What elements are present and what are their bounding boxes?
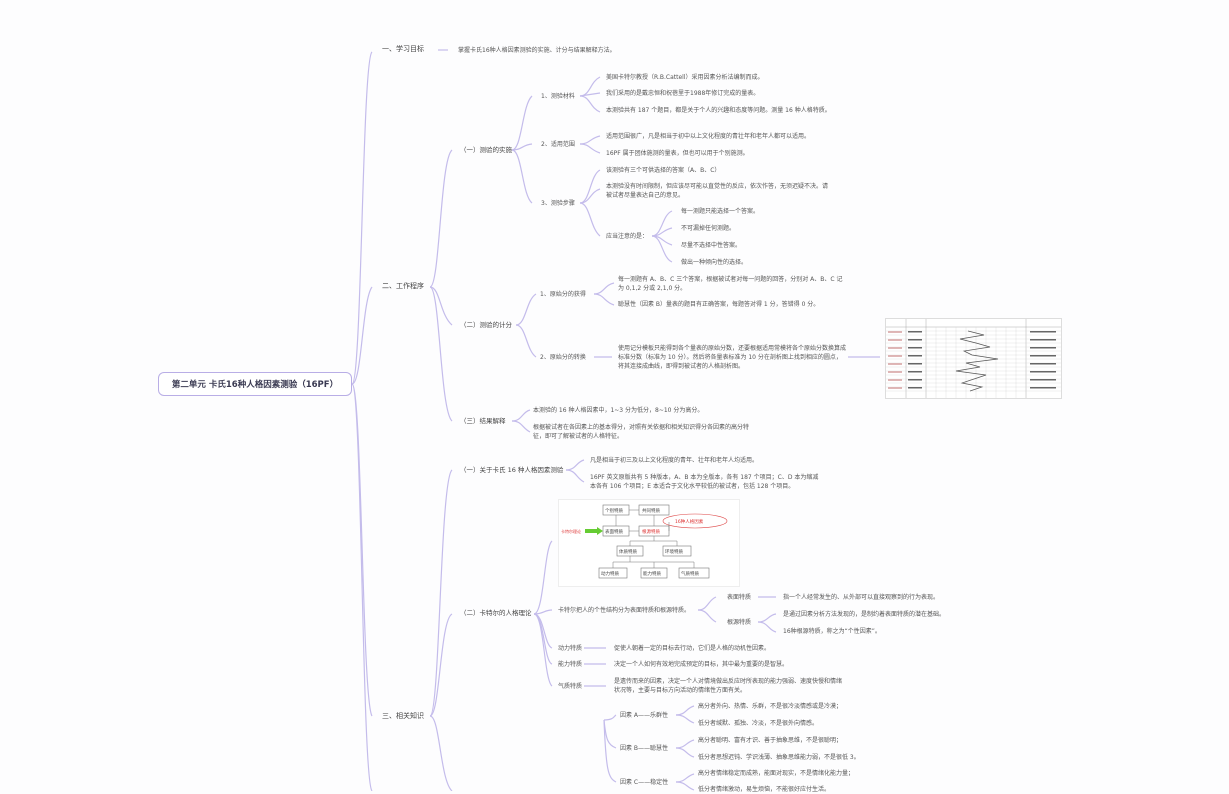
node-procedure[interactable]: 二、工作程序 bbox=[382, 282, 424, 290]
profile-sheet-graphic bbox=[886, 319, 1061, 398]
scope-item-2[interactable]: 16PF 属于团体施测的量表，但也可以用于个别施测。 bbox=[606, 150, 749, 157]
diagram-node-4: 体质特质 bbox=[619, 548, 637, 555]
convert-text[interactable]: 使用记分模板只能得到各个量表的原始分数，还要根据适用常模将各个原始分数换算成标准… bbox=[618, 345, 847, 370]
root-node[interactable]: 第二单元 卡氏16种人格因素测验（16PF） bbox=[158, 372, 352, 396]
attention-item-1[interactable]: 每一测题只能选择一个答案。 bbox=[681, 208, 760, 215]
materials-item-3[interactable]: 本测验共有 187 个题目，都是关于个人的兴趣和态度等问题。测量 16 种人格特… bbox=[606, 107, 831, 114]
factor-b-item-1[interactable]: 高分者聪明、富有才识、善于抽象思维，不是很聪明； bbox=[698, 737, 843, 744]
factor-a-item-2[interactable]: 低分者缄默、孤独、冷淡，不是很外向情感。 bbox=[698, 720, 819, 727]
node-about[interactable]: （一）关于卡氏 16 种人格因素测验 bbox=[460, 466, 564, 474]
theory-diagram-graphic: 个别特质 共同特质 表面特质 根源特质 体质特质 环境特质 动力特质 能力特质 … bbox=[561, 504, 728, 579]
node-scope[interactable]: 2、适用范围 bbox=[541, 141, 575, 148]
node-knowledge[interactable]: 三、相关知识 bbox=[382, 712, 424, 720]
node-raw[interactable]: 1、原始分的获得 bbox=[540, 291, 586, 298]
node-factor-a[interactable]: 因素 A——乐群性 bbox=[620, 712, 669, 719]
node-traits[interactable]: 卡特尔把人的个性结构分为表面特质和根源特质。 bbox=[558, 607, 691, 614]
node-result[interactable]: （三）结果解释 bbox=[460, 417, 506, 425]
node-source[interactable]: 根源特质 bbox=[727, 619, 752, 626]
profile-chart-image bbox=[885, 318, 1062, 399]
factor-c-item-1[interactable]: 高分者情绪稳定而成熟，能面对现实，不是情绪化能力量； bbox=[698, 770, 855, 777]
node-surface[interactable]: 表面特质 bbox=[727, 594, 752, 601]
result-item-2[interactable]: 根据被试者在各因素上的基本得分，对照有关依据和相关知识得分各因素的高分特征，即可… bbox=[533, 424, 750, 440]
diagram-note: 16种人格因素 bbox=[675, 518, 704, 525]
node-goal[interactable]: 一、学习目标 bbox=[382, 45, 424, 53]
attention-item-2[interactable]: 不可漏掉任何测题。 bbox=[681, 225, 736, 232]
materials-item-2[interactable]: 我们采用的是戴忠恒和祝蓓里于1988年修订完成的量表。 bbox=[606, 90, 760, 97]
diagram-node-6: 动力特质 bbox=[601, 570, 619, 577]
source-item-1[interactable]: 是通过因素分析方法发现的，是制约着表面特质的潜在基础。 bbox=[783, 611, 946, 618]
node-scoring[interactable]: （二）测验的计分 bbox=[460, 321, 512, 329]
node-convert[interactable]: 2、原始分的转换 bbox=[540, 354, 586, 361]
result-item-1[interactable]: 本测验的 16 种人格因素中，1~3 分为低分，8~10 分为高分。 bbox=[533, 407, 704, 414]
surface-text[interactable]: 指一个人经常发生的、从外部可以直接观察到的行为表现。 bbox=[783, 594, 940, 601]
diagram-node-0: 个别特质 bbox=[605, 507, 623, 514]
ability-text[interactable]: 决定一个人如何有效地完成预定的目标，其中最为重要的是智慧。 bbox=[614, 661, 789, 668]
dynamic-text[interactable]: 促使人朝着一定的目标去行动，它们是人格的动机性因素。 bbox=[614, 645, 771, 652]
attention-item-3[interactable]: 尽量不选择中性答案。 bbox=[681, 242, 742, 249]
source-item-2[interactable]: 16种根源特质，称之为“个性因素”。 bbox=[783, 628, 881, 635]
about-item-1[interactable]: 凡是相当于初三及以上文化程度的青年、壮年和老年人均适用。 bbox=[590, 457, 759, 464]
raw-item-2[interactable]: 聪慧性（因素 B）量表的题目有正确答案，每题答对得 1 分，答错得 0 分。 bbox=[618, 301, 820, 308]
goal-text[interactable]: 掌握卡氏16种人格因素测验的实施、计分与结果解释方法。 bbox=[458, 47, 616, 54]
node-impl[interactable]: （一）测验的实施 bbox=[460, 146, 512, 154]
diagram-node-7: 能力特质 bbox=[643, 570, 661, 577]
factor-a-item-1[interactable]: 高分者外向、热情、乐群，不是很冷淡情感或是冷漠； bbox=[698, 703, 843, 710]
steps-item-1[interactable]: 该测验有三个可供选择的答案（A、B、C） bbox=[606, 167, 721, 174]
node-temperament[interactable]: 气质特质 bbox=[558, 683, 583, 690]
diagram-node-3: 根源特质 bbox=[642, 528, 660, 535]
node-steps[interactable]: 3、测验步骤 bbox=[541, 200, 575, 207]
diagram-arrow-label: 卡特尔理论 bbox=[561, 528, 581, 534]
node-theory[interactable]: （二）卡特尔的人格理论 bbox=[460, 609, 532, 617]
scope-item-1[interactable]: 适用范围很广，凡是相当于初中以上文化程度的青壮年和老年人都可以适用。 bbox=[606, 133, 811, 140]
materials-item-1[interactable]: 美国卡特尔教授（R.B.Cattell）采用因素分析法编制而成。 bbox=[606, 74, 764, 81]
node-factor-b[interactable]: 因素 B——聪慧性 bbox=[620, 745, 669, 752]
diagram-node-5: 环境特质 bbox=[665, 548, 683, 555]
raw-item-1[interactable]: 每一测题有 A、B、C 三个答案，根据被试者对每一问题的回答，分别对 A、B、C… bbox=[618, 276, 843, 292]
node-factor-c[interactable]: 因素 C——稳定性 bbox=[620, 779, 669, 786]
node-attention[interactable]: 应当注意的是： bbox=[606, 233, 649, 240]
diagram-node-1: 共同特质 bbox=[642, 507, 660, 514]
temperament-text[interactable]: 是遗传而来的因素，决定一个人对情境做出反应时所表现的能力强弱、速度快慢和情绪状况… bbox=[614, 678, 843, 694]
theory-diagram-image: 个别特质 共同特质 表面特质 根源特质 体质特质 环境特质 动力特质 能力特质 … bbox=[558, 499, 740, 587]
node-dynamic[interactable]: 动力特质 bbox=[558, 645, 583, 652]
steps-item-2[interactable]: 本测验没有时间限制，但应该尽可能以直觉性的反应，依次作答，无须迟疑不决。请被试者… bbox=[606, 183, 829, 199]
attention-item-4[interactable]: 做出一种倾向性的选择。 bbox=[681, 259, 748, 266]
diagram-node-8: 气质特质 bbox=[681, 570, 699, 577]
node-materials[interactable]: 1、测验材料 bbox=[541, 93, 575, 100]
diagram-node-2: 表面特质 bbox=[605, 528, 623, 535]
about-item-2[interactable]: 16PF 英文原版共有 5 种版本，A、B 本为全版本，各有 187 个项目；C… bbox=[590, 474, 819, 490]
node-ability[interactable]: 能力特质 bbox=[558, 661, 583, 668]
factor-b-item-2[interactable]: 低分者思想迟钝、学识浅薄、抽象思维能力弱，不是很低 3。 bbox=[698, 754, 860, 761]
factor-c-item-2[interactable]: 低分者情绪激动，易生烦恼，不能很好应付生活。 bbox=[698, 786, 831, 793]
